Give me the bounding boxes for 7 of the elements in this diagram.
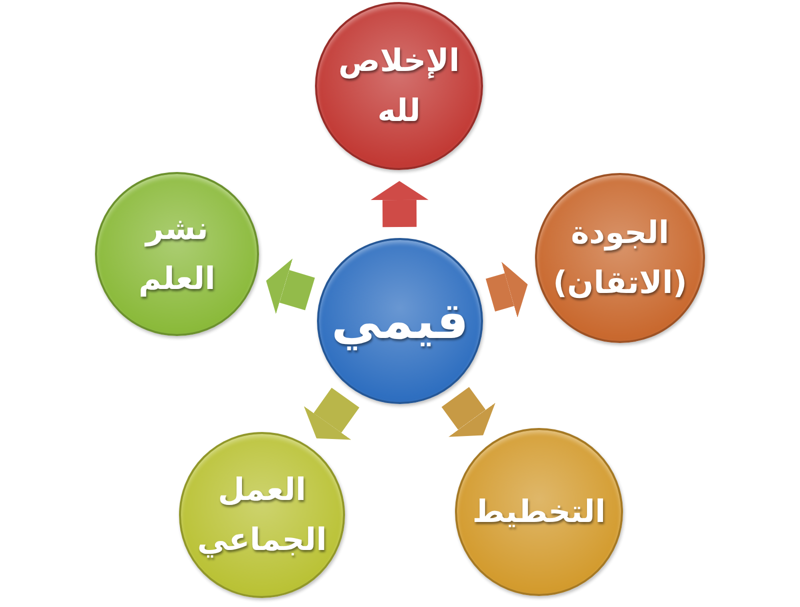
block-arrow bbox=[370, 180, 428, 228]
topic-label: الإخلاص لله bbox=[338, 42, 460, 131]
topic-label: التخطيط bbox=[472, 492, 606, 532]
topic-label: نشر العلم bbox=[138, 210, 216, 299]
topic-label: قيمي bbox=[331, 290, 469, 352]
topic-label: الجودة (الاتقان) bbox=[552, 214, 688, 303]
topic-label: العمل الجماعي bbox=[197, 470, 327, 560]
